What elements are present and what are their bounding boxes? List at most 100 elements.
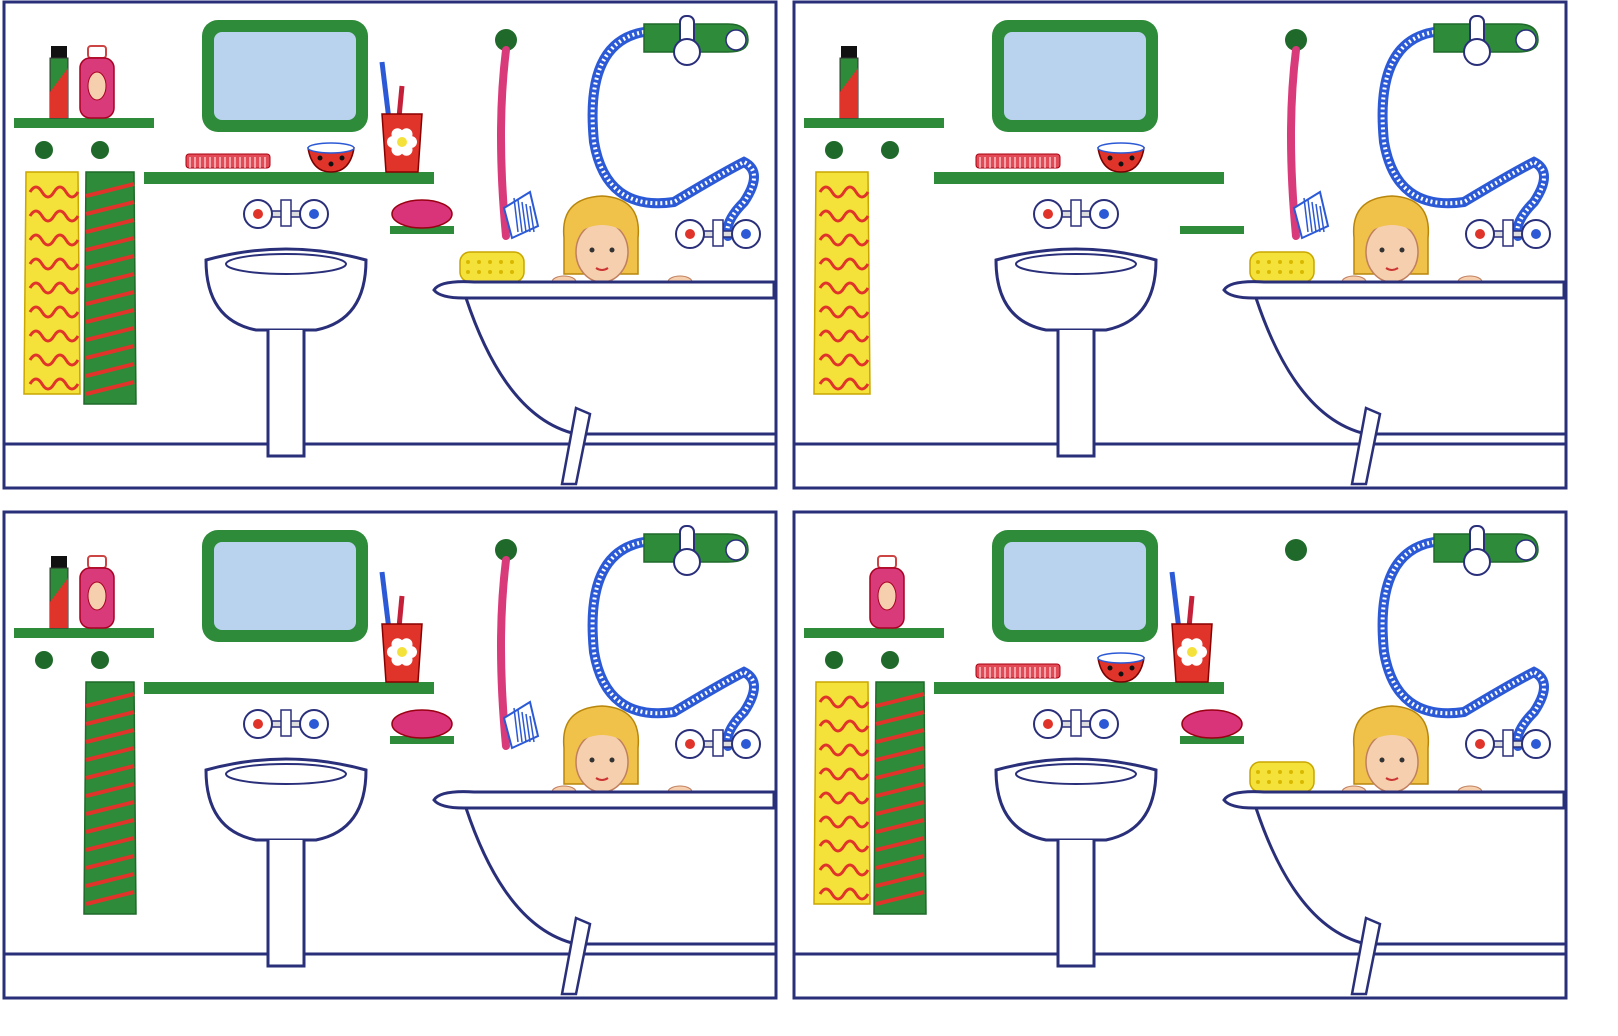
girl-eye bbox=[589, 757, 595, 763]
towel-green-stripe bbox=[85, 692, 135, 708]
sink-shelf bbox=[934, 172, 1224, 184]
cold-dot bbox=[309, 209, 319, 219]
towel-green-stripe bbox=[875, 710, 925, 726]
sink-rim bbox=[1015, 763, 1137, 785]
girl-face bbox=[575, 731, 629, 793]
flower-petal bbox=[1190, 638, 1203, 651]
shower-hose-texture bbox=[590, 540, 756, 747]
sink bbox=[994, 247, 1158, 458]
towel-yellow-stripe bbox=[28, 281, 80, 295]
sponge-hole bbox=[1289, 780, 1293, 784]
back-brush-bristle bbox=[1311, 201, 1317, 233]
sponge-hole bbox=[466, 260, 470, 264]
back-brush bbox=[497, 556, 540, 750]
towel-yellow-stripe bbox=[818, 839, 870, 853]
girl-mouth bbox=[595, 777, 609, 781]
comb-body bbox=[975, 663, 1061, 679]
sponge-body bbox=[1249, 251, 1315, 283]
back-brush-bristle bbox=[1315, 203, 1321, 233]
sponge-hole bbox=[1278, 780, 1282, 784]
cold-dot bbox=[1099, 719, 1109, 729]
shower-hose-texture bbox=[590, 30, 756, 237]
bottle-cap bbox=[51, 46, 67, 58]
ladybug-cup bbox=[307, 142, 355, 173]
shower-head bbox=[1433, 533, 1539, 563]
towel-yellow-stripe bbox=[28, 305, 80, 319]
towel-yellow-stripe bbox=[28, 233, 80, 247]
towel-yellow-stripe bbox=[818, 281, 870, 295]
soap-shelf bbox=[1180, 226, 1244, 234]
sponge bbox=[1249, 761, 1315, 793]
bathtub-foot bbox=[560, 406, 592, 486]
towel-yellow-stripe bbox=[818, 863, 870, 877]
ladybug-cup bbox=[1097, 652, 1145, 683]
spout bbox=[280, 709, 292, 737]
comb bbox=[185, 153, 271, 169]
towel-green-stripe bbox=[85, 872, 135, 888]
hook-icon bbox=[35, 141, 53, 159]
sponge bbox=[459, 251, 525, 283]
towel-green-stripe bbox=[875, 818, 925, 834]
hot-dot bbox=[253, 719, 263, 729]
lotion-cap bbox=[87, 45, 107, 59]
soap-bar bbox=[391, 199, 453, 229]
soap-bar bbox=[1181, 709, 1243, 739]
shower bbox=[1377, 525, 1549, 751]
towel-green-stripe bbox=[85, 272, 135, 288]
sink-pedestal bbox=[1056, 330, 1096, 458]
cup-dot bbox=[1118, 671, 1124, 677]
bathtub-rim bbox=[1222, 280, 1566, 300]
towel-green-stripe bbox=[875, 854, 925, 870]
towel-green-stripe bbox=[85, 308, 135, 324]
sink-taps bbox=[243, 709, 329, 739]
girl bbox=[551, 195, 693, 289]
shower-nozzle bbox=[725, 29, 747, 51]
shower-nozzle bbox=[1515, 539, 1537, 561]
shower-nozzle bbox=[1515, 29, 1537, 51]
towel-green-stripe bbox=[85, 764, 135, 780]
shower-holder-base bbox=[1463, 38, 1491, 66]
sponge-hole bbox=[466, 270, 470, 274]
hot-dot bbox=[253, 209, 263, 219]
cup-dot bbox=[328, 161, 334, 167]
back-brush-bristle bbox=[1319, 205, 1325, 233]
flower-petal bbox=[391, 128, 404, 141]
back-brush bbox=[1287, 46, 1330, 240]
girl-mouth bbox=[595, 267, 609, 271]
shower-hose-texture bbox=[1380, 540, 1546, 747]
mirror bbox=[202, 530, 368, 642]
bath-taps bbox=[675, 219, 761, 249]
towel-green-stripe bbox=[85, 236, 135, 252]
shower-nozzle bbox=[725, 539, 747, 561]
flower-petal bbox=[1190, 653, 1203, 666]
flower-petal bbox=[400, 638, 413, 651]
towel-yellow-stripe bbox=[28, 257, 80, 271]
bottle bbox=[49, 556, 69, 629]
towel-green-stripe bbox=[875, 764, 925, 780]
soap-bar bbox=[391, 709, 453, 739]
towel-green-stripe bbox=[85, 746, 135, 762]
flower-petal bbox=[391, 638, 404, 651]
hook-icon bbox=[35, 651, 53, 669]
lotion-cap bbox=[87, 555, 107, 569]
mirror-glass bbox=[214, 32, 356, 120]
bathtub-side bbox=[464, 807, 776, 946]
hot-dot bbox=[1043, 209, 1053, 219]
brush-hook-icon bbox=[495, 29, 517, 51]
girl-face bbox=[575, 221, 629, 283]
soap-shelf bbox=[390, 226, 454, 234]
lotion-bottle bbox=[79, 45, 115, 119]
back-brush-bristle bbox=[1303, 197, 1309, 233]
sponge-hole bbox=[1267, 270, 1271, 274]
flower-center bbox=[397, 647, 407, 657]
back-brush-bristle bbox=[521, 711, 527, 743]
girl-face bbox=[1365, 221, 1419, 283]
panel-top-left bbox=[2, 0, 778, 490]
sponge-hole bbox=[1300, 260, 1304, 264]
towel-green-stripe bbox=[85, 854, 135, 870]
towel-yellow-stripe bbox=[28, 377, 80, 391]
comb-body bbox=[975, 153, 1061, 169]
sponge-hole bbox=[510, 260, 514, 264]
towel-yellow-stripe bbox=[818, 257, 870, 271]
